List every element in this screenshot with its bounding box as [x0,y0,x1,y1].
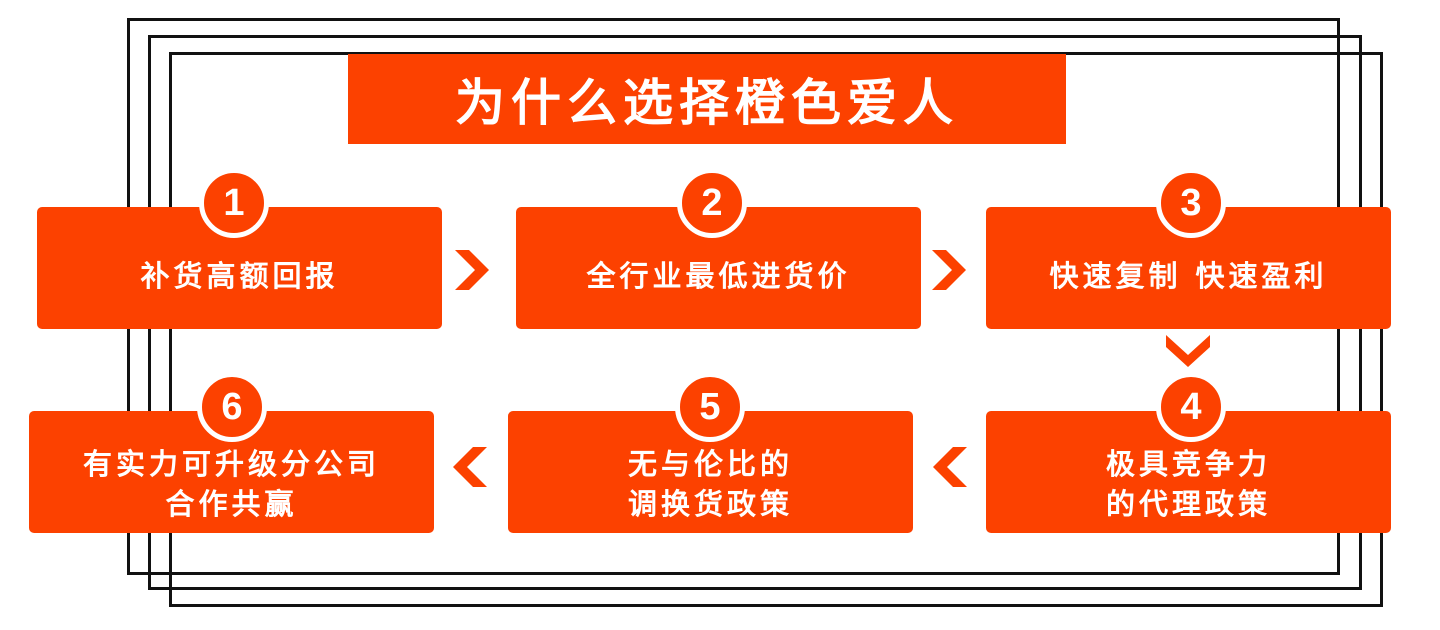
step-label-3: 快速复制 快速盈利 [1049,259,1328,293]
page-title: 为什么选择橙色爱人 [455,74,959,132]
step-number-badge-4: 4 [1156,372,1226,442]
decorative-frame-front [169,52,1383,607]
chevron-right-icon [455,250,489,290]
step-number-badge-3: 3 [1156,168,1226,238]
step-number-badge-6: 6 [197,372,267,442]
chevron-down-icon [1166,335,1210,367]
step-label-6: 有实力可升级分公司 合作共赢 [82,447,380,521]
title-banner: 为什么选择橙色爱人 [348,54,1066,144]
step-label-5: 无与伦比的 调换货政策 [627,447,793,521]
step-number-badge-2: 2 [677,168,747,238]
step-card-6: 有实力可升级分公司 合作共赢 [29,411,434,533]
chevron-right-icon [932,250,966,290]
step-label-1: 补货高额回报 [140,259,339,293]
step-label-4: 极具竞争力 的代理政策 [1105,447,1271,521]
chevron-left-icon [933,447,967,487]
step-card-5: 无与伦比的 调换货政策 [508,411,913,533]
chevron-left-icon [453,447,487,487]
step-number-badge-5: 5 [675,372,745,442]
step-number-badge-1: 1 [199,168,269,238]
step-label-2: 全行业最低进货价 [586,259,851,293]
step-card-3: 快速复制 快速盈利 [986,207,1391,329]
